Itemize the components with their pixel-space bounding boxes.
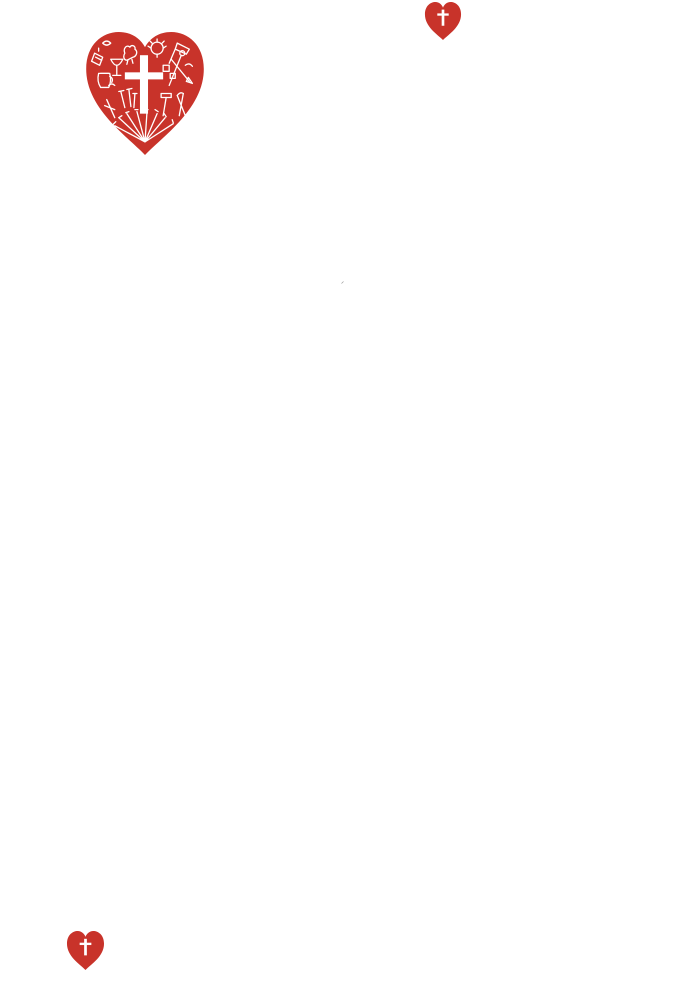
hammer-icon — [160, 92, 172, 117]
cross-icon — [124, 55, 164, 114]
heart-with-cross-icon — [66, 931, 105, 970]
ornament-icon — [102, 40, 194, 87]
ewer-icon — [97, 72, 114, 89]
lantern-icon — [90, 47, 104, 66]
chalice-icon — [110, 58, 124, 77]
speck-mark — [341, 281, 344, 284]
pincers-icon — [176, 92, 186, 117]
reed-icon — [104, 98, 116, 119]
cross-icon — [437, 9, 449, 26]
sacred-heart-emblem-icon — [86, 32, 204, 155]
crown-of-thorns-icon — [147, 38, 167, 58]
rooster-icon — [123, 45, 138, 65]
dice-icon — [162, 64, 176, 80]
nails-icon — [118, 87, 138, 109]
swords-icon — [112, 107, 174, 143]
cross-icon — [79, 938, 92, 956]
banner-icon — [168, 42, 190, 64]
heart-with-cross-icon — [424, 2, 462, 40]
spear-icon — [168, 50, 194, 87]
